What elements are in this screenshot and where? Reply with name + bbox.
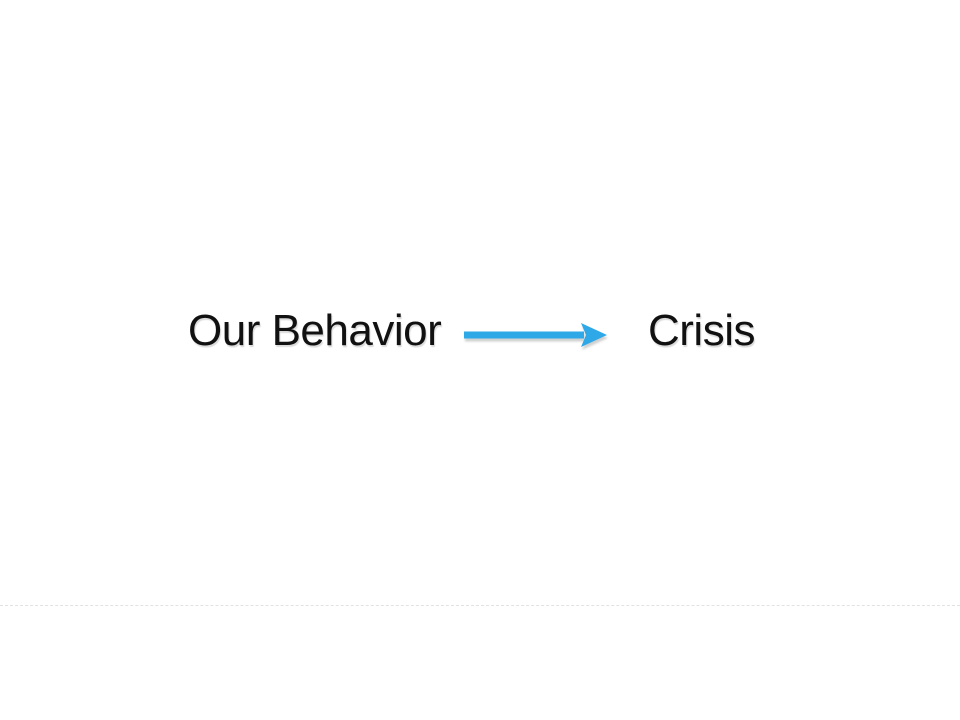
concept-label-our-behavior: Our Behavior — [188, 306, 442, 355]
dashed-divider-line — [0, 605, 960, 606]
concept-label-crisis: Crisis — [648, 306, 755, 355]
right-arrow-icon — [458, 318, 614, 354]
